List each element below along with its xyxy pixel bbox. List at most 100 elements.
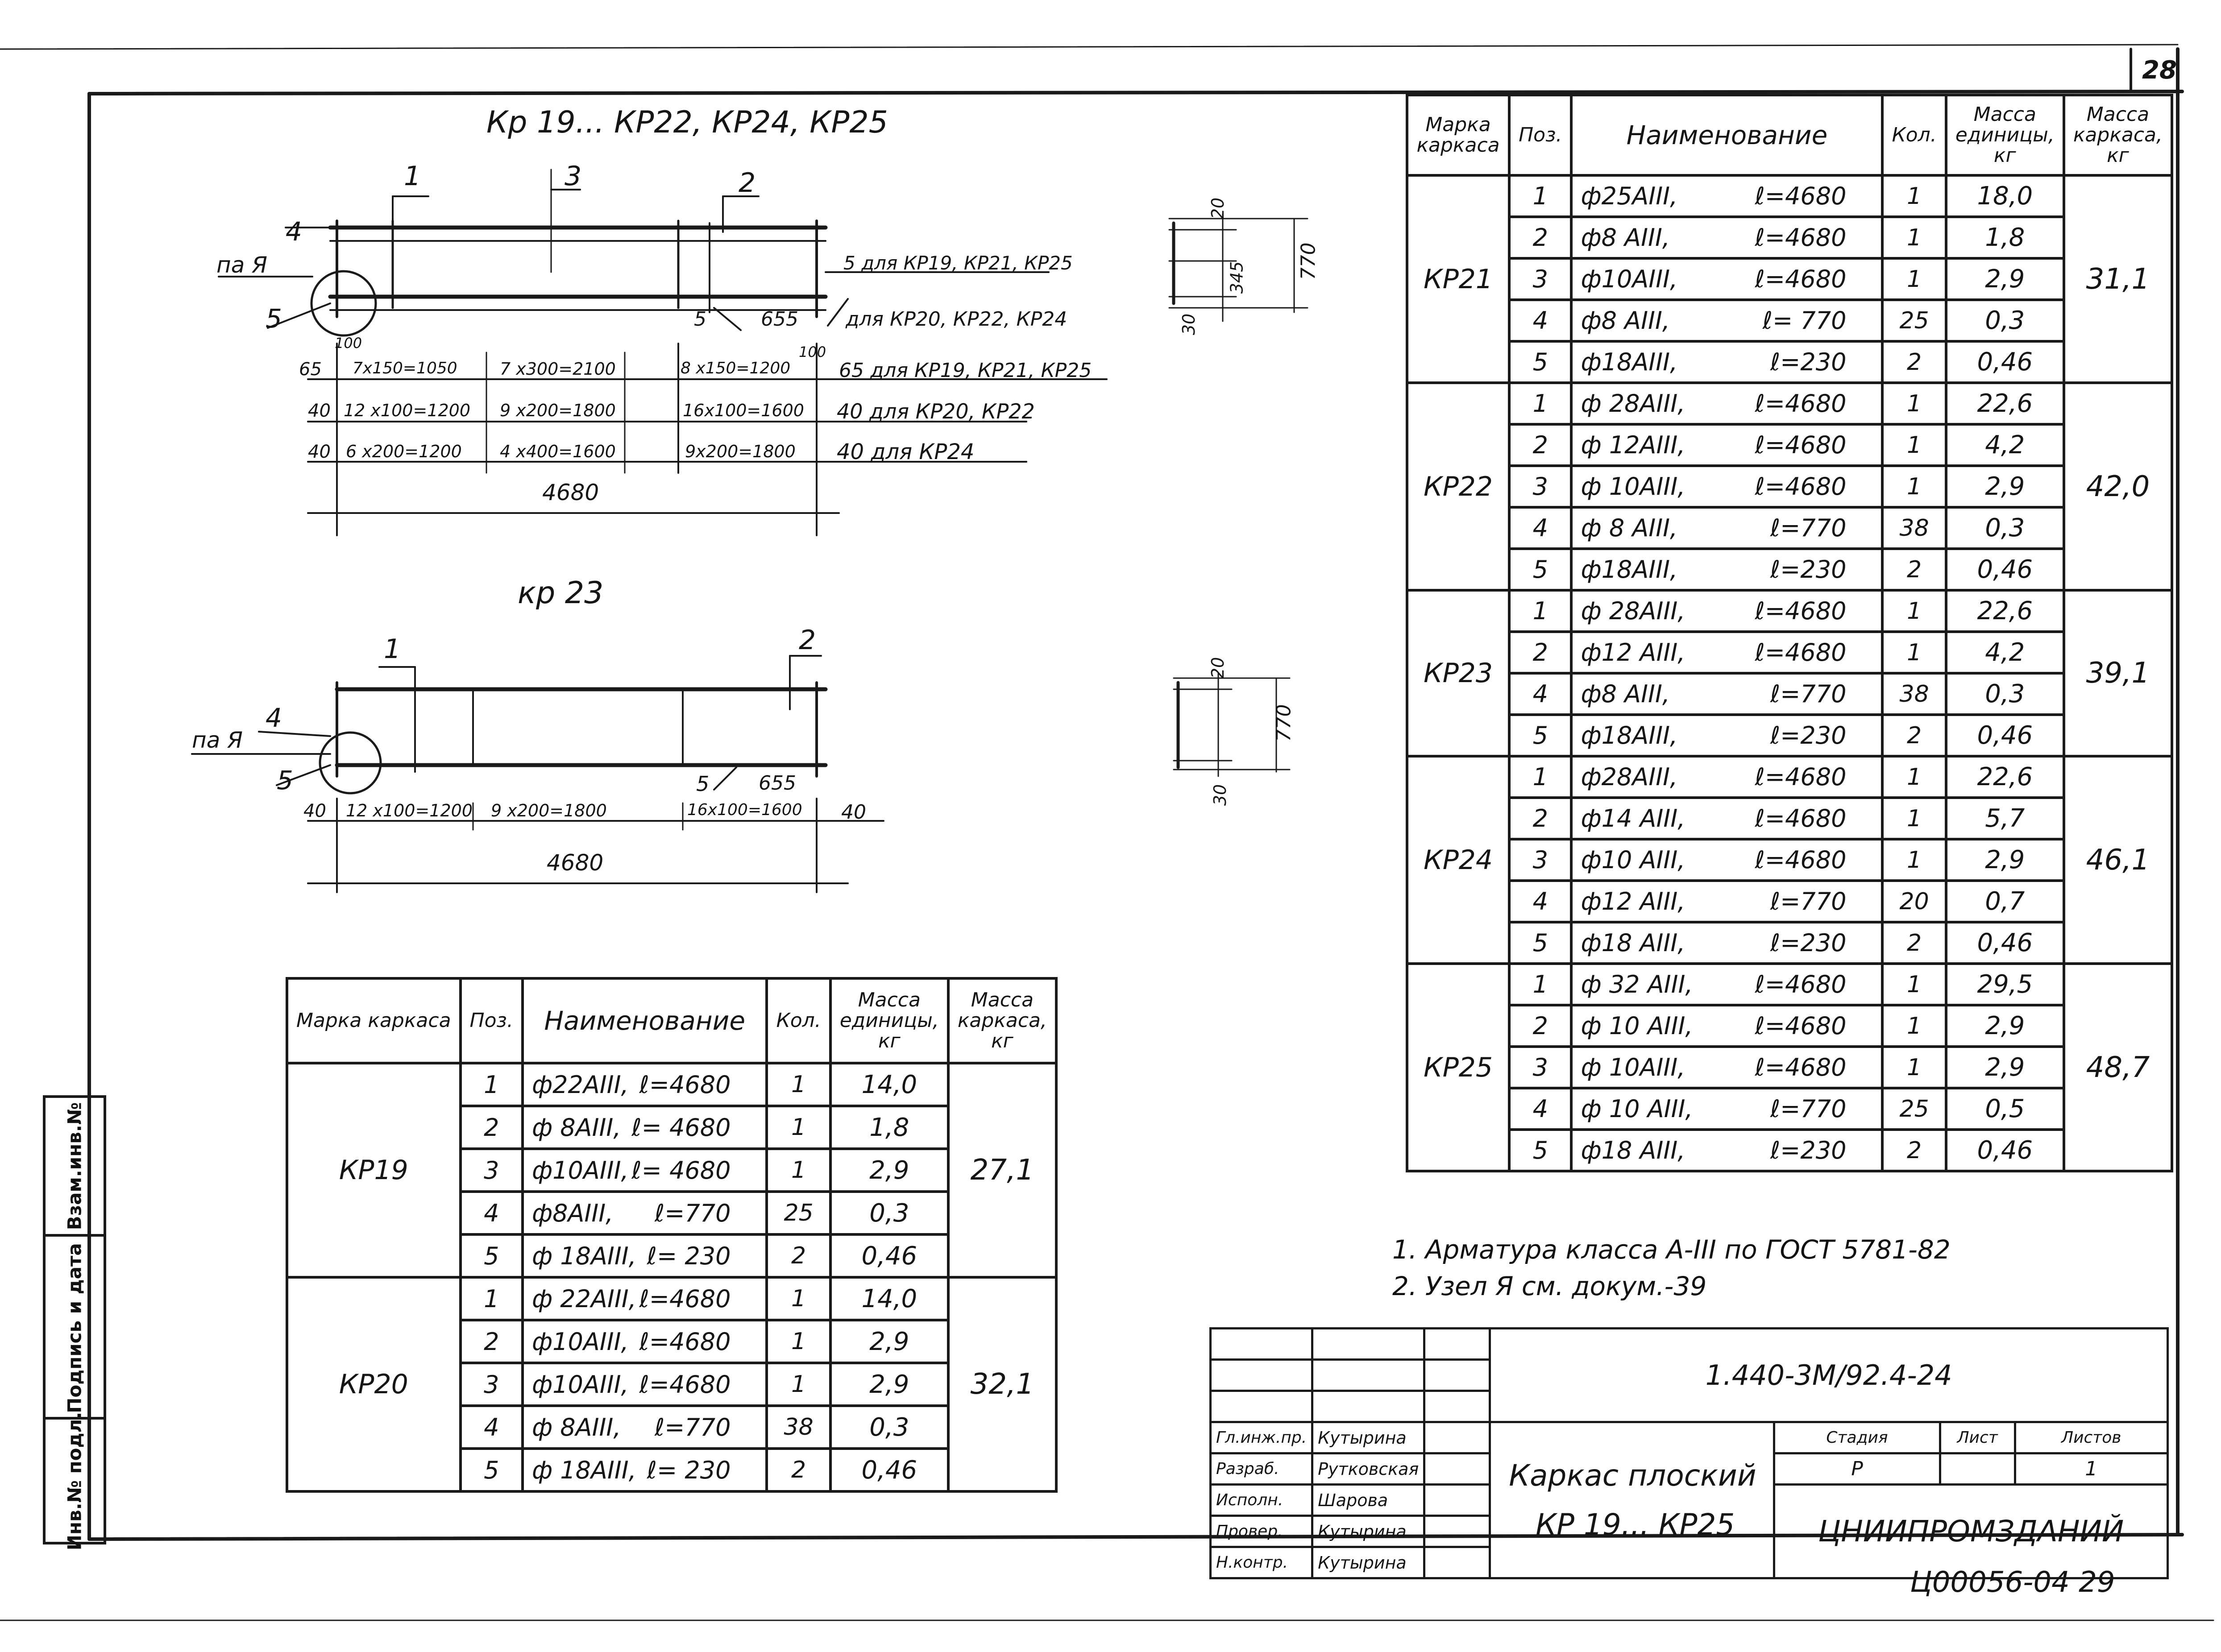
position-number: 5 [459, 1447, 524, 1493]
header-name-r: Наименование [1570, 94, 1884, 177]
sheet-title-line1: Каркас плоский [1509, 1458, 1756, 1493]
bar-description: ф 18АIII,ℓ= 230 [521, 1447, 768, 1493]
bar-length: ℓ=770 [654, 1413, 731, 1441]
header-pos-r: Поз. [1508, 94, 1573, 177]
header-unit-mass-r: Масса единицы, кг [1944, 94, 2065, 177]
position-number: 5 [1508, 921, 1573, 965]
position-number: 3 [1508, 464, 1573, 509]
bar-length: ℓ=770 [1770, 680, 1847, 708]
frame-total-mass: 48,7 [2062, 962, 2174, 1172]
position-number: 2 [459, 1319, 524, 1364]
role-5: Н.контр. [1209, 1546, 1314, 1579]
sidebar-repl-inv: Взам.инв.№ [63, 1102, 86, 1230]
sheet-value [1939, 1452, 2016, 1486]
frame-total-mass: 27,1 [947, 1062, 1058, 1279]
dim-top-r2-e: 40 для КР20, КР22 [837, 399, 1035, 423]
sidebar-inv-no: Инв.№ подл. [63, 1412, 86, 1550]
quantity: 2 [1881, 547, 1947, 592]
bar-length: ℓ=230 [1770, 721, 1847, 749]
bar-description: ф 8АIII, ℓ=770 [521, 1404, 768, 1450]
sheet-bottom-code: Ц00056-04 29 [1910, 1566, 2115, 1599]
unit-mass: 29,5 [1944, 962, 2065, 1006]
spec-table-left: Марка каркаса Поз. Наименование Кол. Мас… [286, 977, 1058, 1493]
pos5-marker-top: 5 [694, 308, 706, 331]
pos5-dim-top: 655 [761, 308, 798, 331]
pos-label-1-mid: 1 [384, 633, 401, 665]
position-number: 2 [1508, 630, 1573, 675]
unit-mass: 0,46 [1944, 921, 2065, 965]
note-1: 1. Арматура класса А-III по ГОСТ 5781-82 [1392, 1234, 1951, 1265]
position-number: 3 [1508, 838, 1573, 882]
frame-mark: КР19 [286, 1062, 462, 1279]
bar-length: ℓ=4680 [1755, 182, 1847, 210]
quantity: 1 [1881, 257, 1947, 301]
quantity: 1 [1881, 796, 1947, 840]
header-qty-r: Кол. [1881, 94, 1947, 177]
bar-description: ф 18АIII,ℓ= 230 [521, 1233, 768, 1279]
quantity: 2 [765, 1447, 832, 1493]
callout-5b: для КР20, КР22, КР24 [846, 308, 1067, 331]
pos-label-5: 5 [266, 303, 282, 334]
bar-diameter-class: ф8 АIII, [1581, 680, 1670, 708]
unit-mass: 2,9 [1944, 1045, 2065, 1089]
quantity: 1 [1881, 381, 1947, 426]
bar-length: ℓ= 230 [647, 1456, 731, 1484]
unit-mass: 0,46 [829, 1233, 950, 1279]
position-number: 3 [1508, 1045, 1573, 1089]
spec-table-right: Марка каркаса Поз. Наименование Кол. Мас… [1405, 94, 2174, 1172]
signature-1 [1423, 1421, 1491, 1454]
position-number: 1 [1508, 589, 1573, 633]
dim-top-r1-e: 65 для КР19, КР21, КР25 [839, 359, 1092, 382]
bar-description: ф18 АIII,ℓ=230 [1570, 921, 1884, 965]
signature-4 [1423, 1515, 1491, 1548]
bar-length: ℓ=4680 [1755, 1053, 1847, 1081]
bar-diameter-class: ф18АIII, [1581, 555, 1678, 584]
bar-diameter-class: ф8 АIII, [1581, 306, 1670, 335]
bar-description: ф 10 АIII,ℓ=770 [1570, 1087, 1884, 1131]
position-number: 1 [459, 1062, 524, 1107]
sheet-number: 28 [2142, 56, 2177, 85]
bar-description: ф10 АIII,ℓ=4680 [1570, 838, 1884, 882]
position-number: 2 [1508, 1004, 1573, 1048]
header-mark: Марка каркаса [286, 977, 462, 1064]
unit-mass: 0,46 [1944, 713, 2065, 758]
bar-description: ф 10 АIII,ℓ=4680 [1570, 1004, 1884, 1048]
dim-top-r1-a: 65 [299, 359, 322, 380]
bar-length: ℓ=4680 [1755, 804, 1847, 832]
unit-mass: 0,3 [829, 1404, 950, 1450]
unit-mass: 22,6 [1944, 755, 2065, 799]
unit-mass: 22,6 [1944, 381, 2065, 426]
unit-mass: 2,9 [829, 1147, 950, 1193]
unit-mass: 2,9 [829, 1319, 950, 1364]
bar-description: ф12 АIII,ℓ=4680 [1570, 630, 1884, 675]
position-number: 1 [1508, 962, 1573, 1006]
bar-diameter-class: ф12 АIII, [1581, 638, 1685, 667]
role-2: Разраб. [1209, 1452, 1314, 1486]
quantity: 1 [765, 1062, 832, 1107]
bar-diameter-class: ф 8АIII, [531, 1413, 621, 1441]
header-qty: Кол. [765, 977, 832, 1064]
bar-description: ф 22АIII,ℓ=4680 [521, 1276, 768, 1321]
bar-diameter-class: ф 32 АIII, [1581, 970, 1693, 998]
position-number: 2 [459, 1105, 524, 1150]
dim-mid-c: 9 х200=1800 [491, 801, 607, 820]
quantity: 1 [765, 1147, 832, 1193]
bar-length: ℓ=770 [1770, 887, 1847, 915]
bar-description: ф 8 АIII,ℓ=770 [1570, 506, 1884, 550]
bar-description: ф 12АIII,ℓ=4680 [1570, 423, 1884, 467]
bar-diameter-class: ф8АIII, [531, 1199, 614, 1227]
quantity: 25 [1881, 1087, 1947, 1131]
frame-total-mass: 46,1 [2062, 755, 2174, 965]
header-frame-mass: Масса каркаса, кг [947, 977, 1058, 1064]
bar-description: ф10АIII,ℓ=4680 [521, 1319, 768, 1364]
bar-description: ф 8АIII,ℓ= 4680 [521, 1105, 768, 1150]
